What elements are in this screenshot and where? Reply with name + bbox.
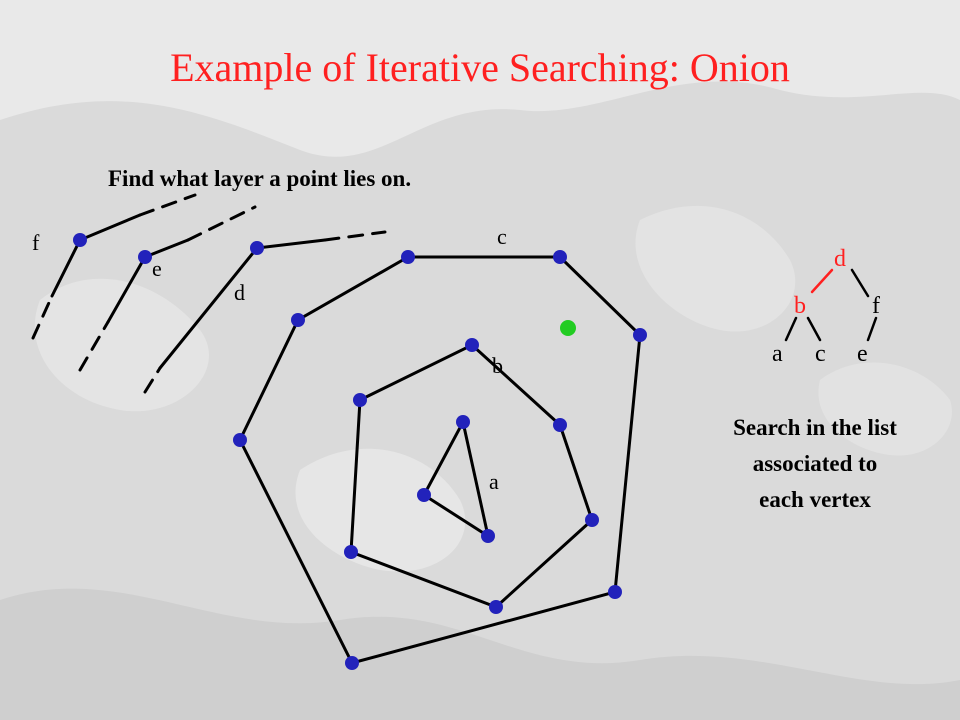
- layer-a-polygon: [422, 417, 491, 540]
- tree-node-left-right: c: [815, 341, 826, 367]
- tree-node-left-left: a: [772, 341, 783, 367]
- vertex-dot: [489, 600, 503, 614]
- layer-f-dashed-bottom: [31, 294, 54, 340]
- vertex-dot: [345, 656, 359, 670]
- vertex-dot: [417, 488, 431, 502]
- tree-edge-d-b: [810, 268, 834, 294]
- layer-d-dashed-top: [323, 230, 387, 242]
- tree-edge-b-a: [784, 316, 798, 342]
- layer-e-dashed-top: [186, 205, 257, 242]
- label-layer-c: c: [497, 224, 507, 249]
- layer-c-polygon: [238, 255, 642, 665]
- slide-title: Example of Iterative Searching: Onion: [170, 45, 790, 90]
- search-note-line-3: each vertex: [759, 487, 871, 512]
- search-note-line-2: associated to: [752, 451, 878, 476]
- label-layer-a: a: [489, 469, 499, 494]
- vertex-dot: [608, 585, 622, 599]
- tree-edge-f-e: [866, 316, 878, 342]
- vertex-dot: [633, 328, 647, 342]
- vertex-group: [73, 233, 647, 670]
- search-tree: [784, 268, 878, 342]
- vertex-dot: [233, 433, 247, 447]
- label-layer-e: e: [152, 256, 162, 281]
- vertex-dot: [138, 250, 152, 264]
- tree-node-left: b: [794, 293, 806, 319]
- label-layer-d: d: [234, 280, 245, 305]
- tree-edge-d-f: [850, 268, 870, 298]
- layer-f-dashed-top: [138, 193, 197, 217]
- vertex-dot: [250, 241, 264, 255]
- tree-node-root: d: [834, 246, 846, 272]
- label-layer-f: f: [32, 230, 40, 255]
- vertex-dot: [456, 415, 470, 429]
- tree-node-right: f: [872, 293, 880, 319]
- query-point: [560, 320, 576, 336]
- vertex-dot: [585, 513, 599, 527]
- slide-subtitle: Find what layer a point lies on.: [108, 166, 412, 191]
- vertex-dot: [291, 313, 305, 327]
- search-note-line-1: Search in the list: [733, 415, 897, 440]
- search-note: Search in the list associated to each ve…: [690, 410, 940, 518]
- vertex-dot: [353, 393, 367, 407]
- vertex-dot: [73, 233, 87, 247]
- layer-d-chain: [143, 366, 162, 394]
- layer-f-solid: [50, 213, 142, 298]
- vertex-dot: [465, 338, 479, 352]
- vertex-dot: [401, 250, 415, 264]
- vertex-dot: [553, 418, 567, 432]
- layer-e-dashed-bottom: [78, 320, 110, 372]
- tree-edge-b-c: [806, 316, 822, 342]
- vertex-dot: [553, 250, 567, 264]
- label-layer-b: b: [492, 353, 503, 378]
- vertex-dot: [344, 545, 358, 559]
- tree-node-right-left: e: [857, 341, 868, 367]
- vertex-dot: [481, 529, 495, 543]
- layer-b-polygon: [349, 343, 594, 609]
